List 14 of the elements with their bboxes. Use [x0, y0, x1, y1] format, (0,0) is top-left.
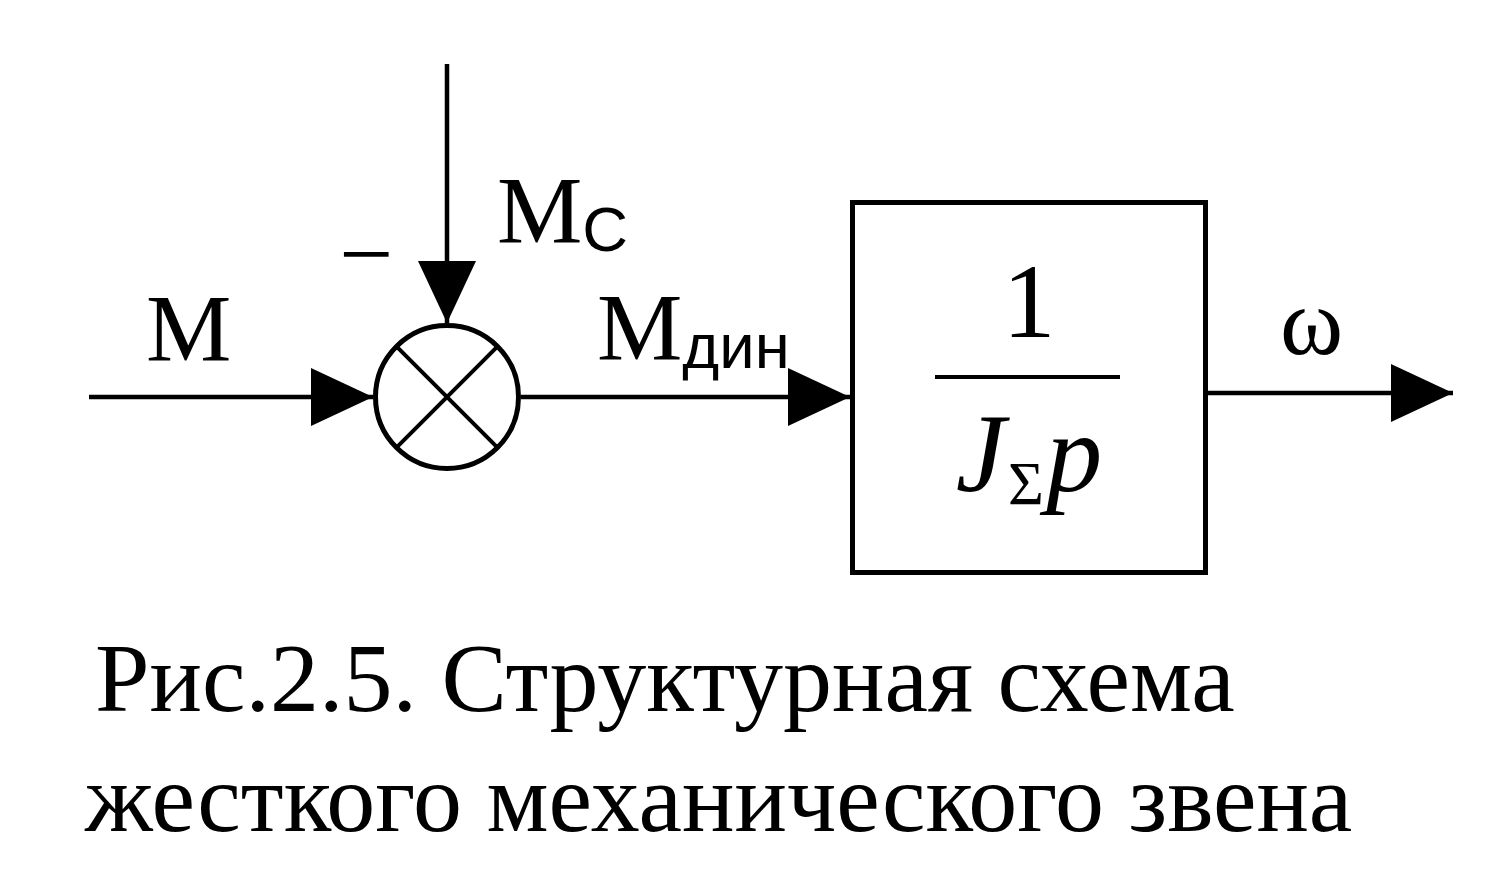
signal-arrow	[1208, 364, 1453, 422]
denominator-text: J$_{Σ}$p	[954, 390, 1104, 519]
signal-label: М	[146, 274, 232, 385]
signal-arrow	[418, 64, 476, 323]
summing-junction	[373, 323, 521, 471]
figure-caption: Рис.2.5. Структурная схема жесткого механического звена	[85, 623, 1354, 854]
signal-label: М$_{С}$	[497, 156, 629, 267]
signal-label: М$_{дин}$	[597, 273, 790, 384]
signal-arrow	[521, 368, 850, 426]
numerator-text: 1	[1001, 242, 1057, 363]
signal-label: ω	[1280, 267, 1344, 378]
transfer-block	[850, 200, 1208, 575]
signal-arrow	[89, 368, 373, 426]
sign-label: −	[339, 199, 394, 310]
